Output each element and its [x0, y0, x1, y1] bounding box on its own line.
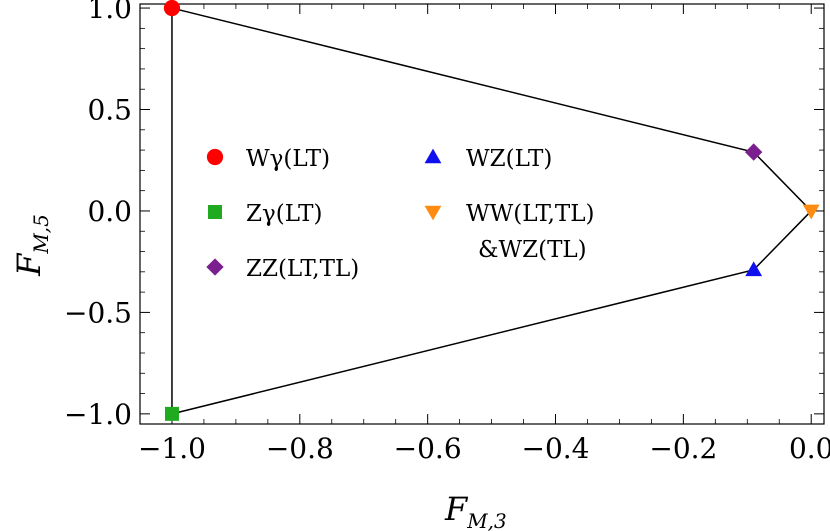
- legend-label: WW(LT,TL): [466, 201, 595, 227]
- x-axis-title-main: F: [444, 490, 469, 528]
- legend-label-line2: &WZ(TL): [478, 237, 587, 263]
- legend-marker-square: [208, 205, 222, 219]
- y-tick-label: −0.5: [64, 296, 132, 329]
- y-tick-label: −1.0: [64, 398, 132, 431]
- points-layer: [163, 0, 820, 421]
- y-tick-label: 1.0: [87, 0, 132, 25]
- y-axis-title-main: F: [10, 252, 48, 277]
- y-axis-ticks: −1.0 −0.5 0.0 0.5 1.0: [64, 0, 824, 431]
- legend: Wγ(LT) Zγ(LT) ZZ(LT,TL) WZ(LT) WW(LT,TL) &WZ(…: [206, 146, 595, 282]
- legend-label: Wγ(LT): [246, 146, 330, 172]
- boundary-layer: [171, 7, 813, 415]
- data-point-square: [164, 406, 179, 421]
- x-tick-label: −1.0: [138, 432, 206, 465]
- x-tick-label: −0.2: [649, 432, 717, 465]
- x-tick-label: −0.4: [522, 432, 590, 465]
- legend-marker-triangle-down: [424, 205, 442, 221]
- plot-frame: [139, 3, 825, 425]
- x-tick-label: −0.6: [394, 432, 462, 465]
- data-point-diamond: [745, 143, 763, 161]
- x-tick-label: −0.8: [266, 432, 334, 465]
- data-point-triangle-down: [802, 204, 820, 220]
- legend-label: WZ(LT): [466, 146, 552, 172]
- legend-marker-circle: [206, 148, 224, 166]
- legend-label: Zγ(LT): [246, 201, 322, 227]
- x-tick-label: 0.0: [789, 432, 830, 465]
- x-axis-title: FM,3: [444, 490, 507, 531]
- legend-marker-diamond: [206, 258, 224, 276]
- data-point-circle: [163, 0, 181, 17]
- data-point-triangle-up: [745, 261, 763, 277]
- y-tick-label: 0.0: [87, 195, 132, 228]
- y-tick-label: 0.5: [87, 94, 132, 127]
- legend-marker-triangle-up: [424, 148, 442, 164]
- x-axis-title-sub: M,3: [466, 509, 507, 531]
- x-axis-ticks: −1.0 −0.8 −0.6 −0.4 −0.2 0.0: [138, 4, 830, 465]
- legend-label: ZZ(LT,TL): [246, 256, 359, 282]
- y-axis-title-sub: M,5: [29, 214, 53, 255]
- boundary-line: [171, 7, 813, 415]
- y-axis-title: FM,5: [10, 214, 53, 277]
